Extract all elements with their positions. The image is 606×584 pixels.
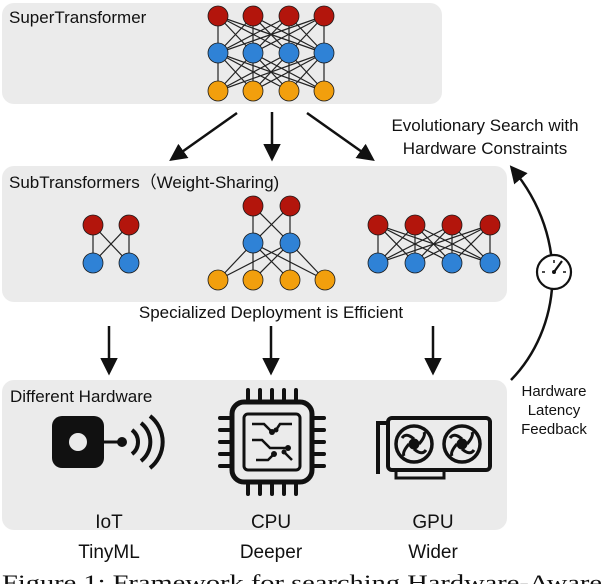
network-edge [217, 52, 290, 92]
network-node [82, 252, 104, 274]
subtransformer-deep-network [207, 195, 336, 291]
subtransformers-title: SubTransformers（Weight-Sharing) [9, 173, 279, 192]
network-node [313, 5, 335, 27]
network-edge [217, 15, 290, 54]
subtransformer-small-network [82, 214, 140, 274]
network-node [404, 214, 426, 236]
network-node [279, 195, 301, 217]
network-edge [377, 224, 453, 264]
latency-gauge-icon [535, 253, 573, 291]
network-node [279, 269, 301, 291]
network-edge [217, 15, 325, 54]
network-edge [414, 224, 491, 264]
network-node [207, 80, 229, 102]
network-node [118, 214, 140, 236]
hardware-panel [2, 380, 507, 530]
search-label-line2: Hardware Constraints [403, 139, 567, 158]
network-node [242, 269, 264, 291]
network-edge [217, 242, 291, 281]
supertransformer-network [207, 5, 335, 102]
network-node [367, 214, 389, 236]
network-node [314, 269, 336, 291]
network-node [279, 232, 301, 254]
feedback-label-line3: Feedback [521, 421, 587, 438]
network-node [242, 232, 264, 254]
hardware-panel-title: Different Hardware [10, 387, 152, 406]
network-edge [217, 52, 325, 92]
gpu-card-icon [376, 416, 492, 480]
network-node [242, 195, 264, 217]
hardware-name-iot: IoT [95, 512, 123, 533]
feedback-label-line2: Latency [528, 402, 581, 419]
arrow-super-to-sub-right [306, 111, 375, 162]
network-node [278, 5, 300, 27]
supertransformer-title: SuperTransformer [9, 8, 147, 27]
hardware-desc-gpu: Wider [408, 542, 458, 563]
network-node [441, 214, 463, 236]
network-node [242, 42, 264, 64]
network-node [82, 214, 104, 236]
network-edge [252, 52, 325, 92]
network-node [278, 42, 300, 64]
network-node [207, 42, 229, 64]
network-edge [377, 224, 491, 264]
network-node [441, 252, 463, 274]
deployment-label: Specialized Deployment is Efficient [139, 303, 404, 322]
network-node [278, 80, 300, 102]
network-edge [252, 242, 326, 281]
network-node [313, 80, 335, 102]
network-node [479, 252, 501, 274]
cpu-chip-icon [218, 388, 326, 496]
network-edge [252, 15, 325, 54]
network-node [404, 252, 426, 274]
network-node [207, 269, 229, 291]
network-node [313, 42, 335, 64]
network-node [479, 214, 501, 236]
hardware-name-gpu: GPU [412, 512, 453, 533]
search-label-line1: Evolutionary Search with [391, 116, 578, 135]
network-node [242, 80, 264, 102]
network-node [367, 252, 389, 274]
hardware-desc-cpu: Deeper [240, 542, 303, 563]
iot-device-icon [52, 414, 165, 470]
network-node [242, 5, 264, 27]
network-node [207, 5, 229, 27]
subtransformer-wide-network [367, 214, 501, 274]
figure-caption: Figure 1: Framework for searching Hardwa… [2, 570, 602, 584]
arrow-super-to-sub-left [169, 111, 238, 162]
feedback-label-line1: Hardware [521, 383, 586, 400]
network-node [118, 252, 140, 274]
hardware-desc-iot: TinyML [78, 542, 140, 563]
hardware-name-cpu: CPU [251, 512, 291, 533]
